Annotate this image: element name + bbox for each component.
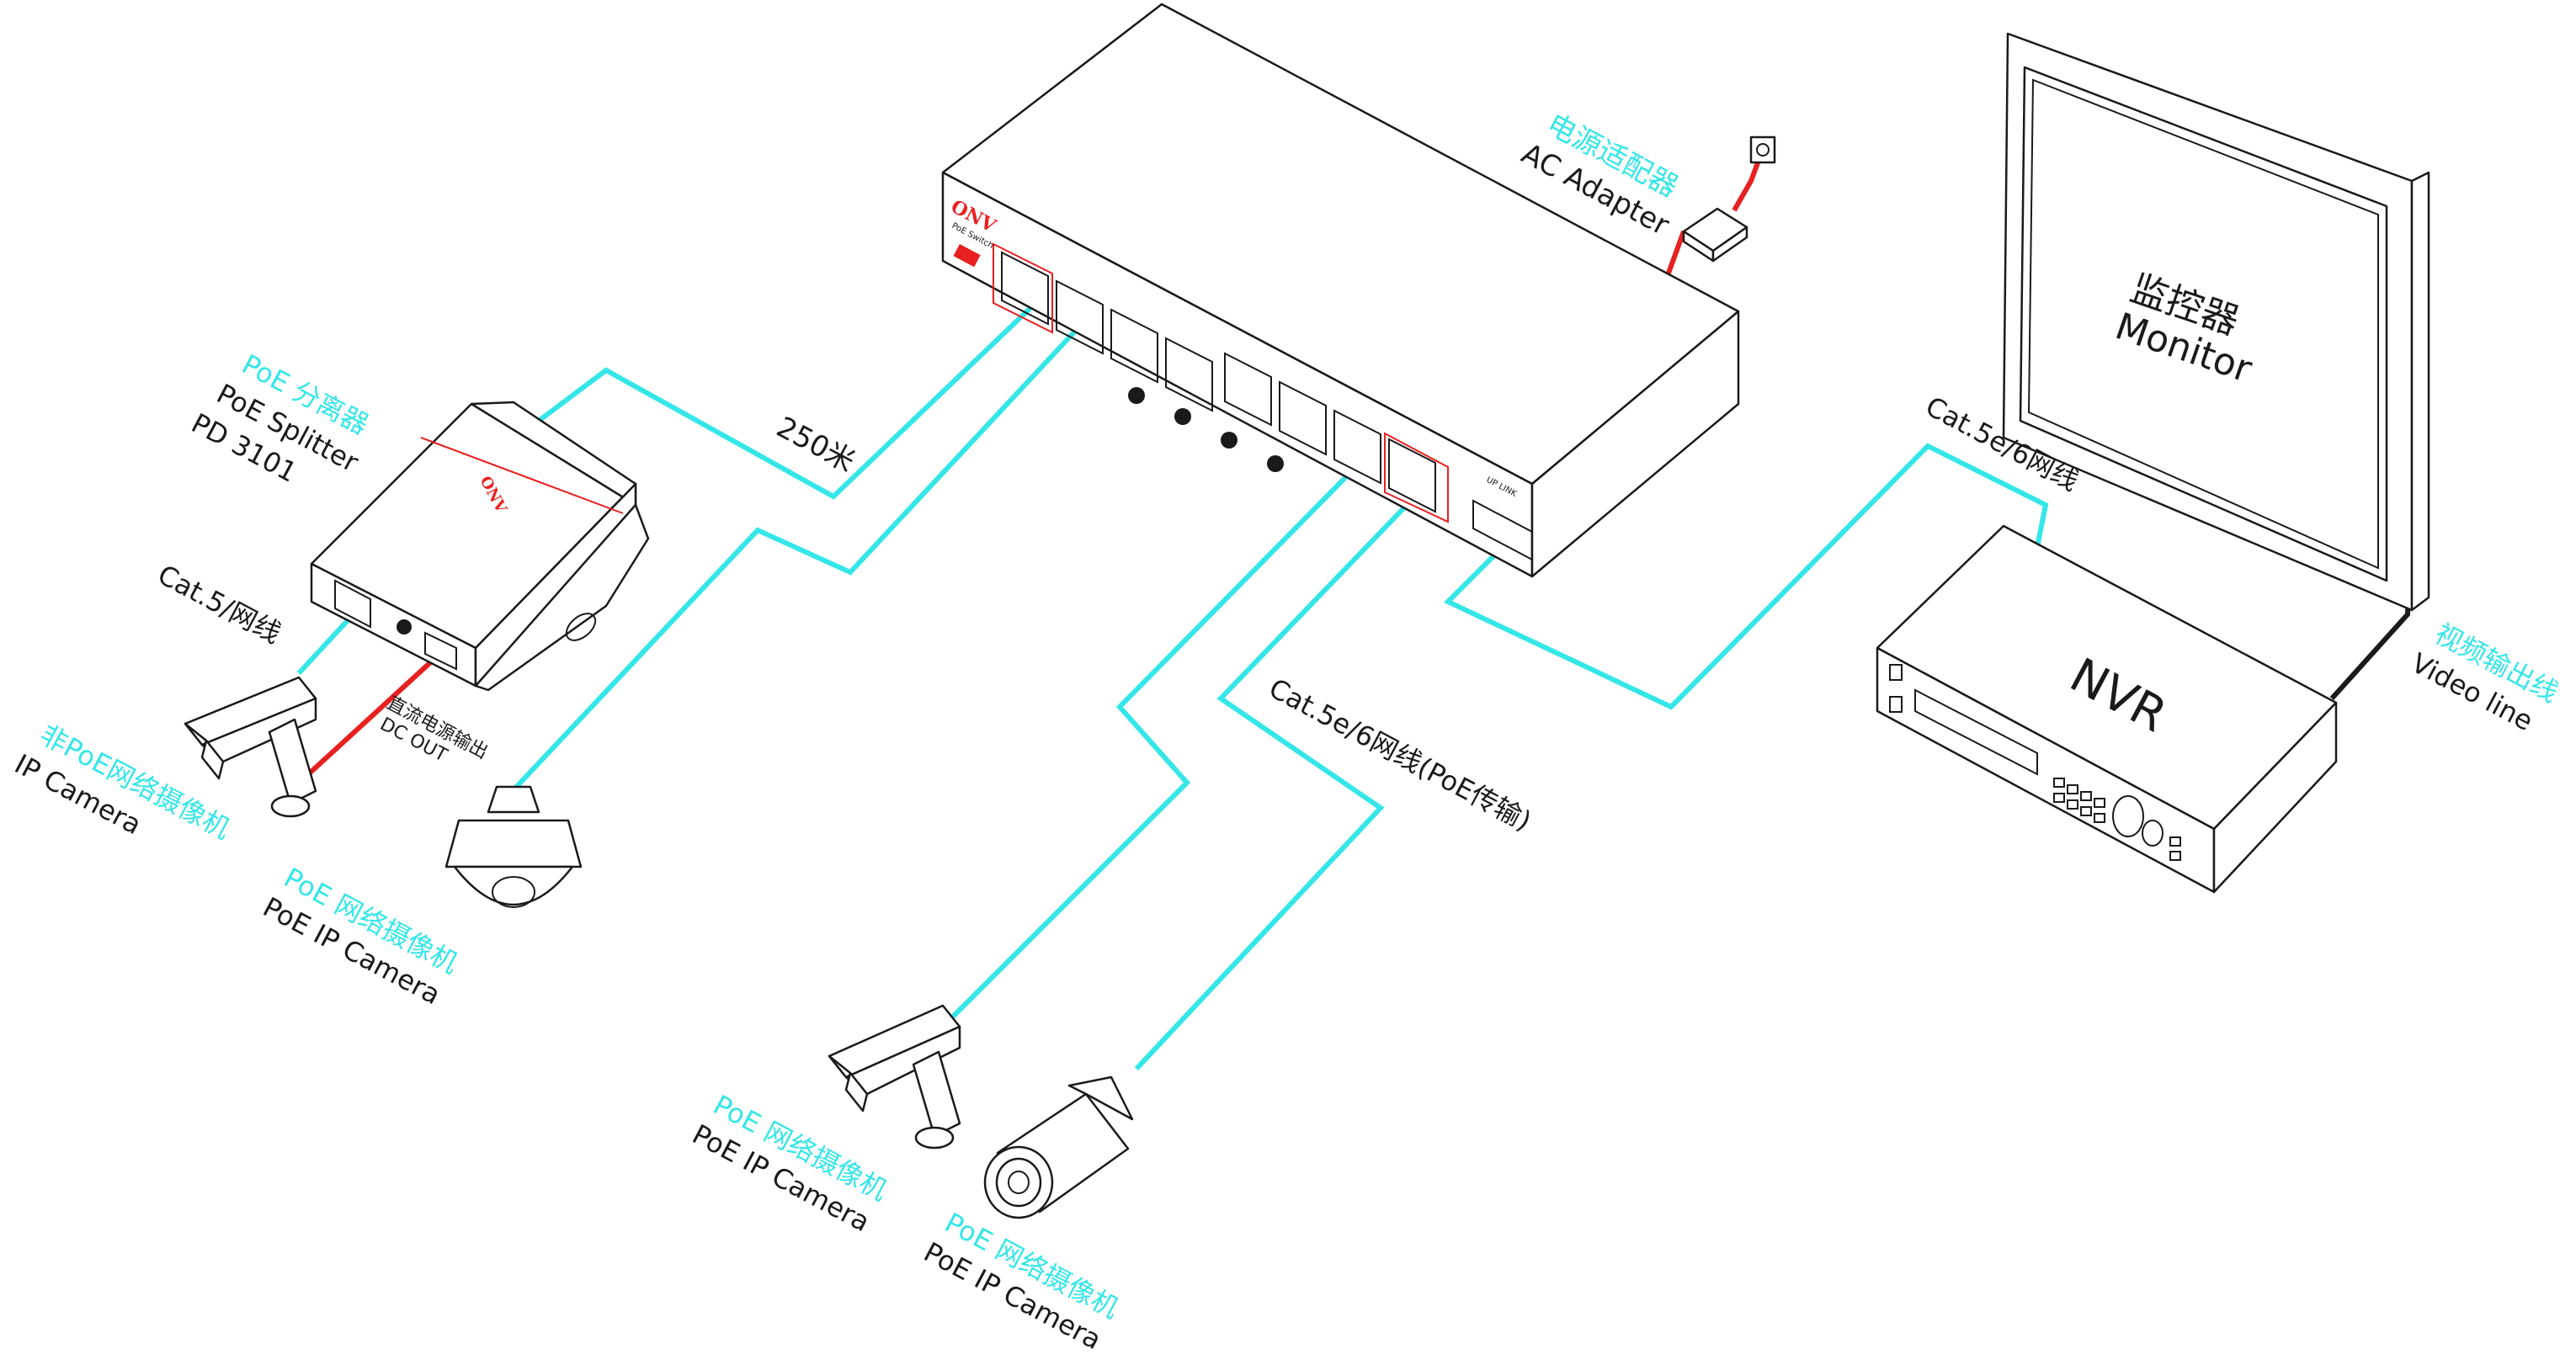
ac-adapter (1682, 207, 1748, 263)
splitter-dc-port (424, 631, 457, 671)
cable-splitter-to-camera (296, 616, 352, 676)
poe-switch: ONV PoE Switch UP LINK (941, 3, 1740, 578)
splitter-led (397, 619, 412, 635)
poe-splitter: ONV (310, 401, 650, 692)
nvr: NVR (1876, 524, 2338, 894)
switch-leds (1128, 387, 1284, 472)
poe-cylinder-camera (983, 1075, 1134, 1219)
splitter-lan-port (334, 579, 371, 629)
cable-switch-to-cylinder-camera (1134, 477, 1434, 1071)
non-poe-camera (184, 676, 317, 818)
wall-outlet (1749, 135, 1776, 164)
nvr-jog-dial (2112, 795, 2144, 837)
switch-ports-right (1224, 352, 1436, 513)
power-cable-ac (1664, 230, 1686, 279)
poe-dome-camera (444, 785, 583, 908)
switch-ports-left (1001, 251, 1213, 412)
poe-bullet-camera (828, 1004, 961, 1150)
cable-splitter-to-switch (537, 305, 1034, 500)
nvr-buttons (2053, 778, 2181, 861)
monitor: 监控器 Monitor (2002, 32, 2430, 612)
cable-uplink-to-nvr (1443, 443, 2049, 710)
label-cat5: Cat.5/网线 (152, 559, 286, 650)
power-cable-dc-out (292, 645, 449, 789)
switch-badge (953, 244, 981, 268)
switch-uplink-port (1472, 499, 1533, 561)
cable-switch-to-dome-camera (494, 321, 1084, 810)
cable-switch-to-bullet-camera (949, 443, 1379, 1021)
